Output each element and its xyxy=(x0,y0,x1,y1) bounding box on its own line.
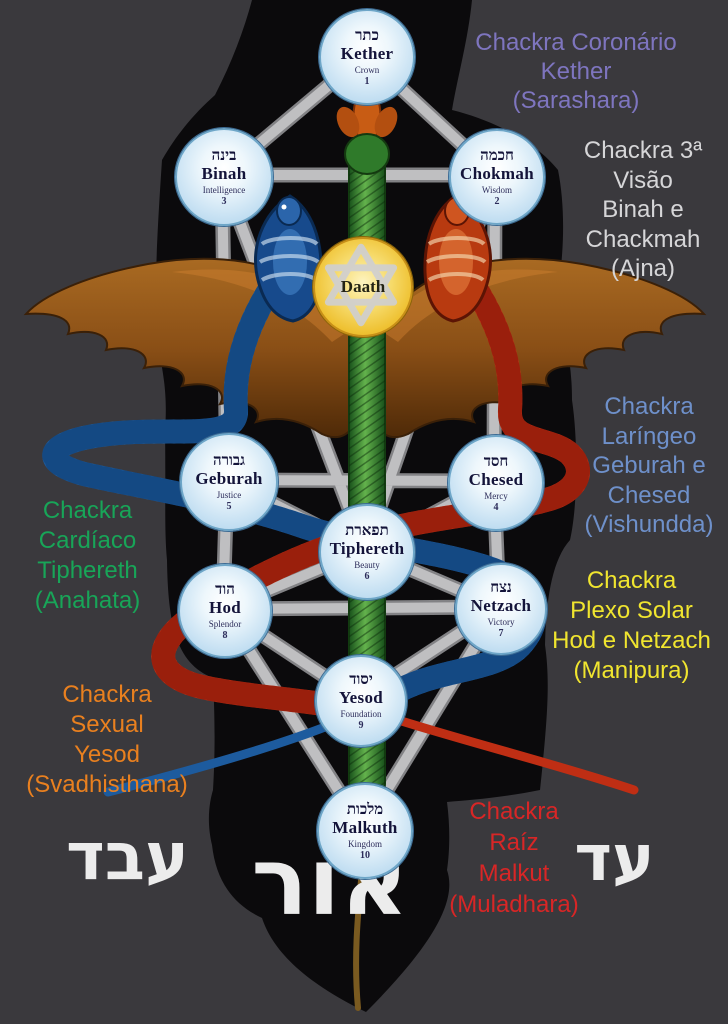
node-name: Netzach xyxy=(470,595,532,615)
star-of-david-icon xyxy=(324,243,398,327)
node-chesed: חסד Chesed Mercy 4 xyxy=(448,435,544,531)
node-name: Yesod xyxy=(338,687,383,707)
label-line: Plexo Solar xyxy=(570,597,693,624)
node-number: 5 xyxy=(226,500,232,512)
node-number: 4 xyxy=(493,501,499,513)
node-attribute: Foundation xyxy=(340,708,382,719)
label-line: Chackra Coronário xyxy=(475,29,677,56)
red-cobra-head xyxy=(423,194,492,323)
node-hebrew: תפארת xyxy=(345,522,389,539)
label-line: Kether xyxy=(540,58,612,85)
node-number: 6 xyxy=(364,570,370,582)
label-chakra-raiz: Chackra Raíz Malkut (Muladhara) xyxy=(418,796,610,920)
node-name: Geburah xyxy=(195,468,263,488)
node-hebrew: כתר xyxy=(355,27,379,44)
hebrew-word-eved: עבד xyxy=(65,818,189,895)
node-malkuth: מלכות Malkuth Kingdom 10 xyxy=(317,783,413,879)
node-binah: בינה Binah Intelligence 3 xyxy=(175,128,273,226)
node-name: Binah xyxy=(201,163,247,183)
node-attribute: Victory xyxy=(487,616,515,627)
node-name: Hod xyxy=(208,597,242,617)
node-number: 3 xyxy=(221,195,227,207)
node-geburah: גבורה Geburah Justice 5 xyxy=(180,433,278,531)
node-hebrew: מלכות xyxy=(346,801,384,818)
blue-cobra-head xyxy=(254,194,323,323)
node-attribute: Mercy xyxy=(484,490,508,501)
node-hebrew: יסוד xyxy=(349,671,373,688)
node-name: Kether xyxy=(340,43,394,63)
node-name: Malkuth xyxy=(332,817,398,837)
node-hebrew: חסד xyxy=(483,453,509,470)
node-number: 8 xyxy=(222,629,228,641)
node-number: 7 xyxy=(498,627,504,639)
label-line: Geburah e xyxy=(592,452,706,479)
node-kether: כתר Kether Crown 1 xyxy=(319,9,415,105)
label-line: Raíz xyxy=(489,829,539,856)
label-line: Chackra xyxy=(586,567,677,594)
label-line: (Manipura) xyxy=(573,657,690,684)
label-line: Sexual xyxy=(70,711,144,738)
label-chakra-laringeo: Chackra Laríngeo Geburah e Chesed (Vishu… xyxy=(570,392,728,540)
node-hebrew: גבורה xyxy=(212,452,245,469)
label-line: (Sarashara) xyxy=(512,87,640,114)
node-attribute: Splendor xyxy=(208,618,242,629)
node-hebrew: חכמה xyxy=(480,147,514,164)
node-name: Chesed xyxy=(468,469,524,489)
label-line: (Vishundda) xyxy=(584,511,714,538)
label-line: Cardíaco xyxy=(38,527,137,554)
label-line: (Muladhara) xyxy=(449,891,579,918)
label-chakra-sexual: Chackra Sexual Yesod (Svadhisthana) xyxy=(2,680,212,800)
node-attribute: Crown xyxy=(354,64,380,75)
label-line: Malkut xyxy=(478,860,550,887)
node-number: 2 xyxy=(494,195,500,207)
label-line: (Anahata) xyxy=(34,587,141,614)
label-line: Chackra xyxy=(469,798,559,825)
label-line: Binah e xyxy=(602,196,684,223)
node-number: 10 xyxy=(360,849,370,861)
label-line: Chackra xyxy=(604,393,694,420)
label-line: Laríngeo xyxy=(601,422,697,450)
node-hebrew: הוד xyxy=(215,581,235,598)
node-hebrew: בינה xyxy=(211,147,237,164)
node-yesod: יסוד Yesod Foundation 9 xyxy=(315,655,407,747)
node-name: Tiphereth xyxy=(329,538,405,558)
node-attribute: Intelligence xyxy=(202,184,246,195)
label-line: (Ajna) xyxy=(610,255,676,282)
red-serpent xyxy=(151,240,639,795)
node-attribute: Kingdom xyxy=(347,838,382,849)
node-number: 1 xyxy=(364,75,370,87)
label-chakra-cardiaco: Chackra Cardíaco Tiphereth (Anahata) xyxy=(5,496,170,616)
hebrew-word-ad: עד xyxy=(574,822,655,896)
label-line: Hod e Netzach xyxy=(552,627,711,654)
label-chakra-terceira-visao: Chackra 3ª Visão Binah e Chackmah (Ajna) xyxy=(558,136,728,284)
node-chokmah: חכמה Chokmah Wisdom 2 xyxy=(449,129,545,225)
node-name: Chokmah xyxy=(460,163,534,183)
label-line: Chackra xyxy=(62,681,152,708)
node-hod: הוד Hod Splendor 8 xyxy=(178,564,272,658)
node-tiphereth: תפארת Tiphereth Beauty 6 xyxy=(319,504,415,600)
label-line: Tiphereth xyxy=(37,557,138,584)
node-daath: Daath xyxy=(313,237,413,337)
label-line: Chackra 3ª xyxy=(583,137,703,164)
label-line: Chackra xyxy=(42,497,133,524)
node-name: Daath xyxy=(340,277,386,296)
label-chakra-coronario: Chackra Coronário Kether (Sarashara) xyxy=(430,28,722,115)
node-netzach: נצח Netzach Victory 7 xyxy=(455,563,547,655)
label-chakra-plexo-solar: Chackra Plexo Solar Hod e Netzach (Manip… xyxy=(535,566,728,686)
label-line: Chackmah xyxy=(585,225,701,253)
label-line: Yesod xyxy=(74,741,140,768)
label-line: (Svadhisthana) xyxy=(26,771,188,798)
node-hebrew: נצח xyxy=(490,579,512,596)
label-line: Chesed xyxy=(607,481,691,509)
node-attribute: Wisdom xyxy=(481,184,513,195)
label-line: Visão xyxy=(613,166,673,194)
node-attribute: Justice xyxy=(216,489,242,500)
node-attribute: Beauty xyxy=(354,559,380,570)
node-number: 9 xyxy=(358,719,364,731)
